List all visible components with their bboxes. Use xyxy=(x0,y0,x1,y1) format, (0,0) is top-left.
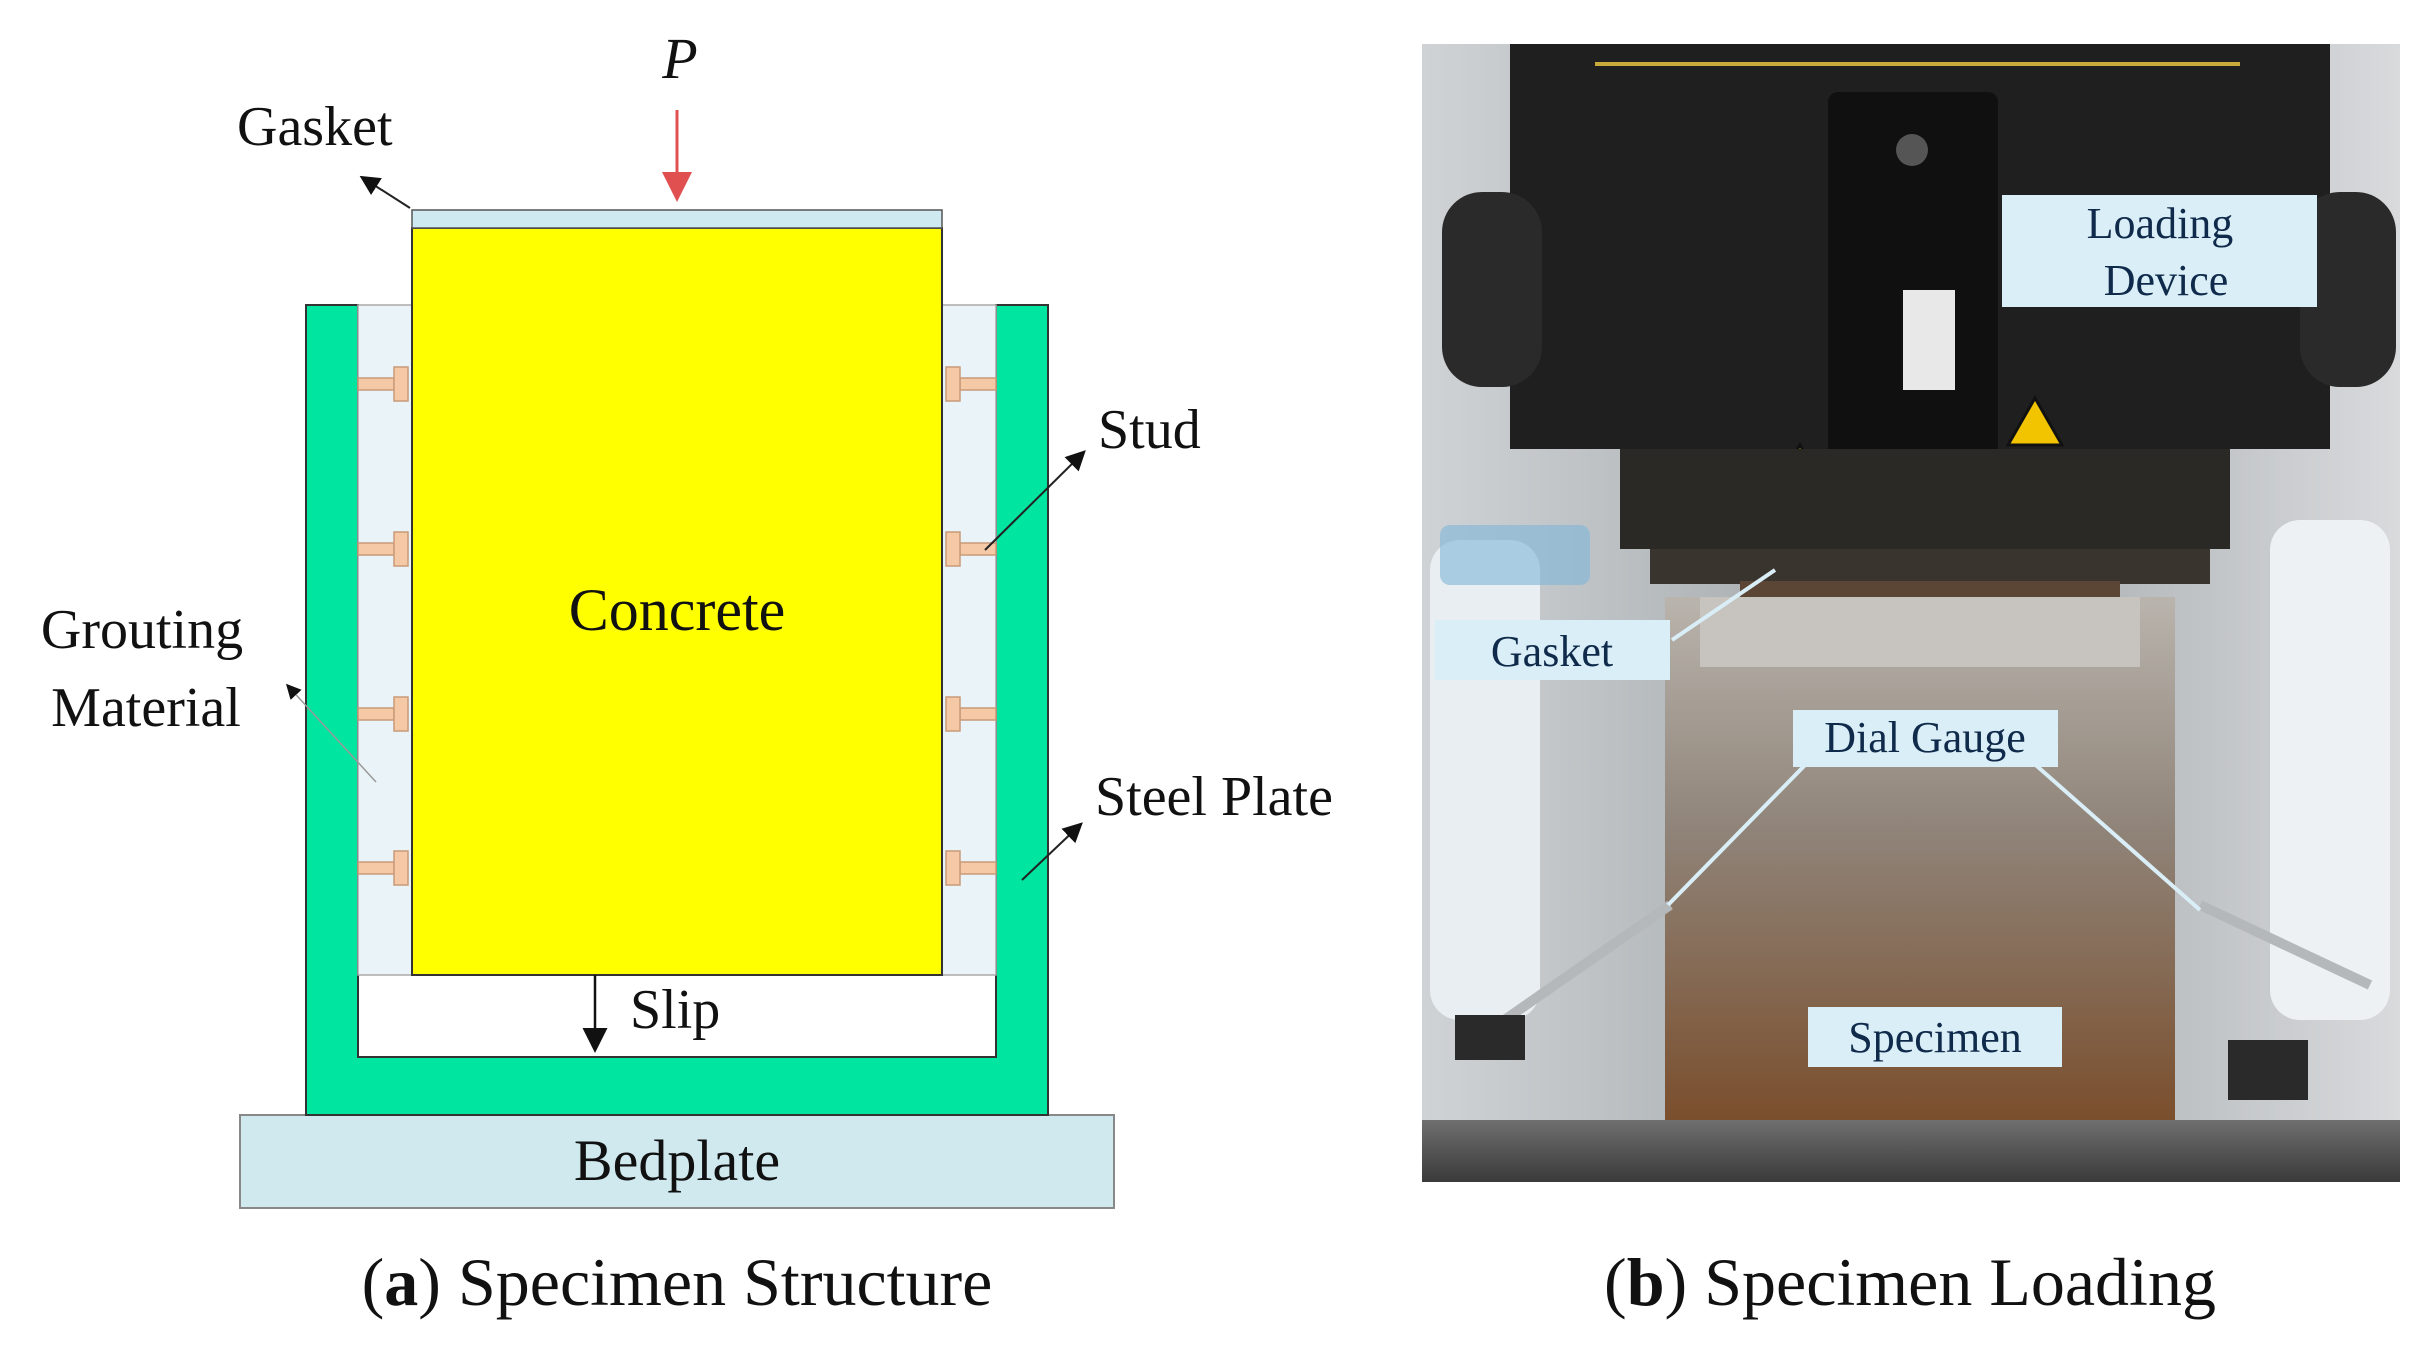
caption-a: (a) Specimen Structure xyxy=(362,1244,993,1320)
gasket-label-box-b xyxy=(1435,620,1670,680)
dial-gauge-leader-left xyxy=(1666,758,1812,907)
caption-a-text: Specimen Structure xyxy=(441,1244,992,1320)
stud xyxy=(959,377,997,391)
foam-roll-left-wrap xyxy=(1440,525,1590,585)
studs-right xyxy=(945,366,997,886)
dial-gauge-left-base xyxy=(1455,1015,1525,1060)
steel-plate-label: Steel Plate xyxy=(1095,766,1333,828)
loading-platen xyxy=(1620,449,2230,549)
dial-gauge-left-rod xyxy=(1487,900,1673,1035)
machine-bolt xyxy=(1896,134,1928,166)
loading-device-label-box xyxy=(2002,195,2317,307)
loading-device-label-line1: Loading xyxy=(2087,199,2234,248)
panel-b-specimen-loading: Loading Device Gasket Dial Gauge Specime… xyxy=(1422,44,2400,1320)
stud-label: Stud xyxy=(1098,399,1201,461)
gasket-leader xyxy=(359,175,411,209)
slip-label: Slip xyxy=(630,979,720,1041)
bedplate-label: Bedplate xyxy=(574,1128,780,1193)
steel-gasket-photo xyxy=(1740,581,2120,597)
concrete-label: Concrete xyxy=(569,577,786,643)
machine-cylinder-left xyxy=(1442,192,1542,387)
studs-left xyxy=(357,366,409,886)
dial-gauge-label: Dial Gauge xyxy=(1824,713,2026,762)
gasket-leader-b xyxy=(1670,568,1777,642)
stud-head xyxy=(945,850,961,886)
gasket-label-b: Gasket xyxy=(1491,627,1613,676)
steel-plate-leader xyxy=(1021,822,1083,881)
stud-head xyxy=(945,366,961,402)
foam-roll-left xyxy=(1430,540,1540,1020)
grouting-label-line2: Material xyxy=(51,677,241,739)
loading-device-label-line2: Device xyxy=(2104,256,2229,305)
load-symbol: P xyxy=(661,26,697,91)
machine-clamp-window xyxy=(1903,290,1955,390)
stud xyxy=(357,377,395,391)
panel-a-specimen-structure: Bedplate Concrete xyxy=(41,26,1333,1320)
gasket-label: Gasket xyxy=(237,96,393,158)
machine-cylinder-right xyxy=(2300,192,2396,387)
concrete-block xyxy=(411,227,943,976)
caption-b-text: Specimen Loading xyxy=(1687,1244,2216,1320)
stud xyxy=(357,542,395,556)
stud-head xyxy=(945,531,961,567)
stud-head xyxy=(393,850,409,886)
warning-sign-right xyxy=(2005,394,2065,447)
stud-head xyxy=(393,366,409,402)
dial-gauge-right-base xyxy=(2228,1040,2308,1100)
specimen-inner-concrete xyxy=(1700,597,2140,667)
stud xyxy=(959,707,997,721)
stud xyxy=(959,861,997,875)
grouting-label-line1: Grouting xyxy=(41,599,243,661)
dial-gauge-leader-right xyxy=(2028,758,2202,912)
specimen-label: Specimen xyxy=(1848,1013,2022,1062)
stud-head xyxy=(393,696,409,732)
floor xyxy=(1422,1120,2400,1182)
foam-roll-right xyxy=(2270,520,2390,1020)
specimen-label-box xyxy=(1808,1007,2062,1067)
caption-b-letter: b xyxy=(1627,1244,1665,1320)
caption-a-letter: a xyxy=(384,1244,418,1320)
dial-gauge-label-box xyxy=(1793,710,2058,767)
gasket xyxy=(411,209,943,229)
stud-leader xyxy=(984,450,1086,551)
machine-clamp xyxy=(1828,92,1998,457)
stud-head xyxy=(945,696,961,732)
caption-b: (b) Specimen Loading xyxy=(1604,1244,2216,1320)
stud xyxy=(357,861,395,875)
bedplate xyxy=(239,1114,1115,1209)
stud-head xyxy=(393,531,409,567)
machine-stripe xyxy=(1595,62,2240,66)
loading-platen-base xyxy=(1650,549,2210,584)
grouting-leader xyxy=(285,683,377,783)
stud xyxy=(357,707,395,721)
dial-gauge-right-rod xyxy=(2197,900,2373,990)
